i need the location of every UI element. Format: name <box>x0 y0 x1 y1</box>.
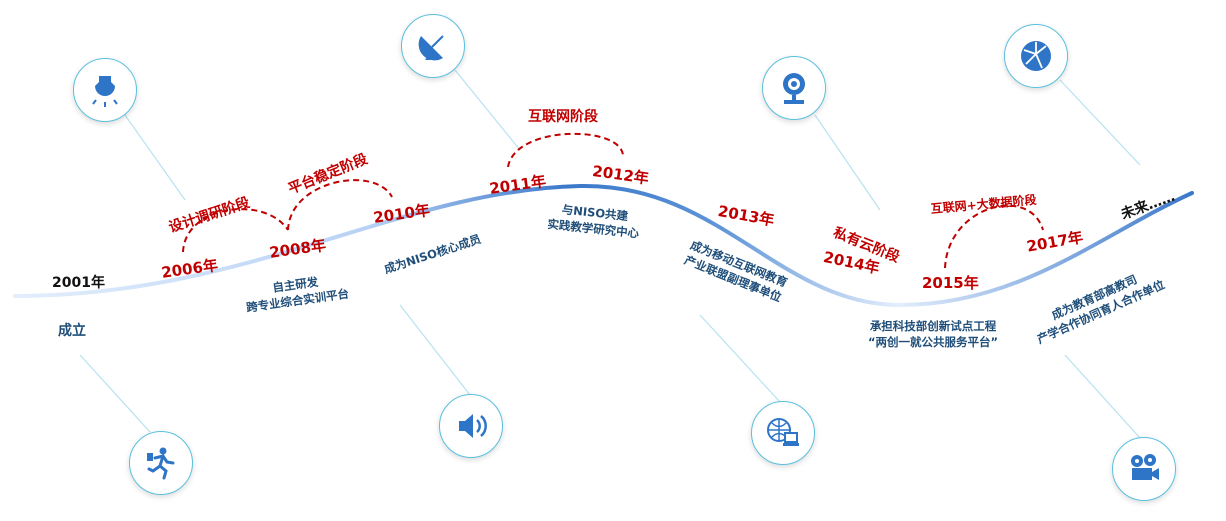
stage-arcs <box>182 132 1044 269</box>
globe-laptop-icon <box>751 401 815 465</box>
lightbulb-icon <box>73 58 137 122</box>
milestone-line: “两创一就公共服务平台” <box>868 335 999 349</box>
running-person-icon <box>129 431 193 495</box>
globe-icon <box>1004 24 1068 88</box>
year-2001: 2001年 <box>52 275 105 291</box>
speaker-icon <box>439 394 503 458</box>
milestone-line: 承担科技部创新试点工程 <box>869 319 997 333</box>
year-2015: 2015年 <box>922 274 979 292</box>
satellite-dish-icon <box>401 14 465 78</box>
milestone-2015: 承担科技部创新试点工程 “两创一就公共服务平台” <box>868 318 998 350</box>
connector-rays <box>79 69 1141 439</box>
timeline-curve <box>13 183 1194 308</box>
milestone-2001: 成立 <box>58 323 86 339</box>
webcam-icon <box>762 56 826 120</box>
film-projector-icon <box>1112 437 1176 501</box>
stage-internet: 互联网阶段 <box>528 109 598 125</box>
